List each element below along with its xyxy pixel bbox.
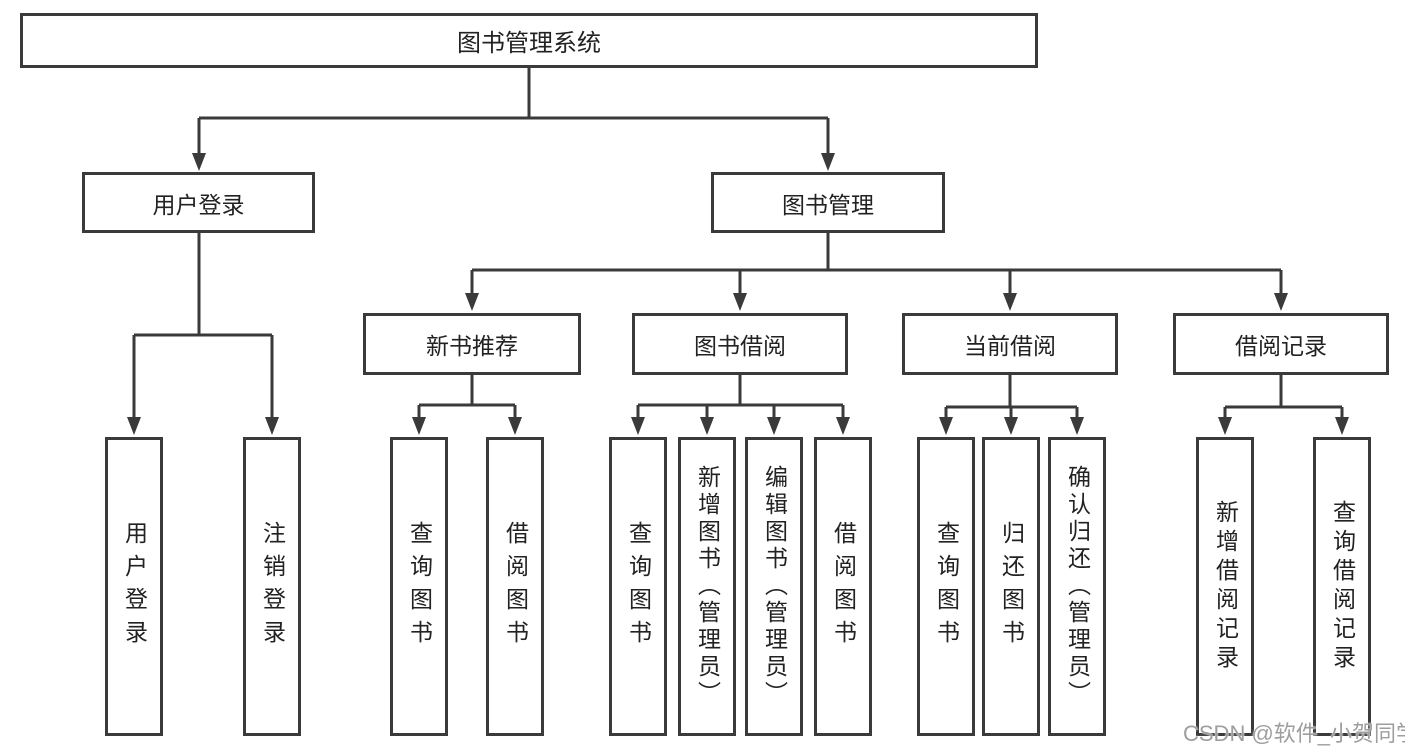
arrowhead-icon bbox=[265, 417, 279, 435]
node-current-borrow-label: 当前借阅 bbox=[964, 333, 1056, 359]
watermark: CSDN @软件_小贺同学 bbox=[1183, 721, 1405, 746]
node-book-borrow: 图书借阅 bbox=[632, 313, 848, 375]
arrowhead-icon bbox=[767, 417, 781, 435]
node-leaf-query-borrow-record: 查询借阅记录 bbox=[1313, 437, 1371, 736]
node-leaf-add-borrow-record: 新增借阅记录 bbox=[1196, 437, 1254, 736]
arrowhead-icon bbox=[939, 417, 953, 435]
node-leaf-query-borrow-record-label: 查询借阅记录 bbox=[1329, 499, 1356, 674]
arrowhead-icon bbox=[127, 417, 141, 435]
arrowhead-icon bbox=[1070, 417, 1084, 435]
node-leaf-query-books-current: 查询图书 bbox=[917, 437, 975, 736]
node-book-management-label: 图书管理 bbox=[782, 191, 874, 218]
arrowhead-icon bbox=[1004, 417, 1018, 435]
arrowhead-icon bbox=[836, 417, 850, 435]
arrowhead-icon bbox=[700, 417, 714, 435]
arrowhead-icon bbox=[733, 293, 747, 311]
node-leaf-return-book-label: 归还图书 bbox=[998, 520, 1025, 653]
node-leaf-query-books-current-label: 查询图书 bbox=[933, 520, 960, 653]
arrowhead-icon bbox=[631, 417, 645, 435]
node-leaf-borrow-books-recommend: 借阅图书 bbox=[486, 437, 544, 736]
node-leaf-borrow-books-recommend-label: 借阅图书 bbox=[502, 520, 529, 653]
node-leaf-add-book-admin: 新增图书（管理员） bbox=[678, 437, 736, 736]
node-leaf-query-books-recommend-label: 查询图书 bbox=[406, 520, 433, 653]
node-leaf-logout: 注销登录 bbox=[243, 437, 301, 736]
node-leaf-edit-book-admin-label: 编辑图书（管理员） bbox=[761, 465, 788, 708]
node-book-borrow-label: 图书借阅 bbox=[694, 333, 786, 359]
node-leaf-query-books-borrow-label: 查询图书 bbox=[625, 520, 652, 653]
node-leaf-confirm-return-admin: 确认归还（管理员） bbox=[1048, 437, 1106, 736]
node-borrow-records-label: 借阅记录 bbox=[1235, 333, 1327, 359]
arrowhead-icon bbox=[1003, 293, 1017, 311]
arrowhead-icon bbox=[1274, 293, 1288, 311]
arrowhead-icon bbox=[1218, 417, 1232, 435]
node-leaf-query-books-borrow: 查询图书 bbox=[609, 437, 667, 736]
node-borrow-records: 借阅记录 bbox=[1173, 313, 1389, 375]
node-leaf-add-book-admin-label: 新增图书（管理员） bbox=[694, 465, 721, 708]
node-root: 图书管理系统 bbox=[20, 13, 1038, 68]
node-root-label: 图书管理系统 bbox=[457, 30, 601, 57]
arrowhead-icon bbox=[412, 417, 426, 435]
node-leaf-logout-label: 注销登录 bbox=[259, 520, 286, 653]
node-leaf-borrow-books: 借阅图书 bbox=[814, 437, 872, 736]
arrowhead-icon bbox=[465, 293, 479, 311]
node-leaf-return-book: 归还图书 bbox=[982, 437, 1040, 736]
node-book-management: 图书管理 bbox=[711, 172, 945, 233]
node-user-login: 用户登录 bbox=[82, 172, 315, 233]
node-current-borrow: 当前借阅 bbox=[902, 313, 1118, 375]
node-leaf-edit-book-admin: 编辑图书（管理员） bbox=[745, 437, 803, 736]
node-new-book-recommend: 新书推荐 bbox=[363, 313, 581, 375]
arrowhead-icon bbox=[192, 153, 206, 171]
node-new-book-recommend-label: 新书推荐 bbox=[426, 333, 518, 359]
arrowhead-icon bbox=[1335, 417, 1349, 435]
node-user-login-label: 用户登录 bbox=[152, 191, 245, 218]
node-leaf-user-login: 用户登录 bbox=[105, 437, 163, 736]
arrowhead-icon bbox=[508, 417, 522, 435]
node-leaf-borrow-books-label: 借阅图书 bbox=[830, 520, 857, 653]
node-leaf-user-login-label: 用户登录 bbox=[121, 520, 148, 653]
node-leaf-query-books-recommend: 查询图书 bbox=[390, 437, 448, 736]
node-leaf-confirm-return-admin-label: 确认归还（管理员） bbox=[1064, 465, 1091, 708]
node-leaf-add-borrow-record-label: 新增借阅记录 bbox=[1212, 499, 1239, 674]
arrowhead-icon bbox=[821, 153, 835, 171]
